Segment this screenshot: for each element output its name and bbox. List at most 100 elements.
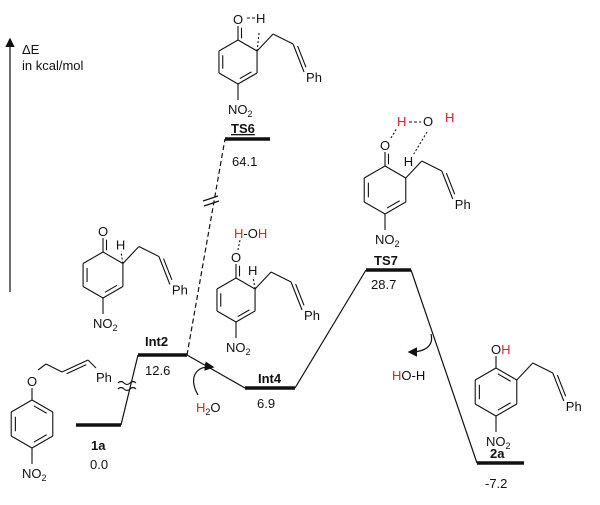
state-label: TS6 (231, 121, 255, 136)
wavy-break-icon (117, 380, 137, 386)
atom-label: Ph (455, 197, 471, 212)
bond (556, 374, 567, 397)
atom-label: NO2 (226, 340, 251, 357)
state-energy: -7.2 (485, 476, 507, 491)
atom-label: O (423, 114, 433, 129)
bond (256, 33, 274, 52)
atom-label: O (27, 374, 37, 389)
axis-break-mark (203, 200, 220, 207)
atom-label: Ph (566, 399, 582, 414)
atom-label: NO2 (375, 232, 400, 249)
bond (495, 367, 518, 381)
bond (102, 251, 124, 264)
bond (239, 71, 252, 80)
axis-break-mark (202, 195, 219, 202)
bond (384, 165, 407, 179)
path-Int4-TS7 (294, 269, 367, 389)
bond (31, 399, 54, 413)
state-energy: 0.0 (90, 457, 108, 472)
bond (10, 399, 33, 413)
atom-label: O (380, 138, 390, 153)
atom-label: H (248, 263, 257, 278)
bond (474, 403, 497, 417)
bond (237, 309, 250, 318)
bond (421, 160, 443, 172)
atom-label: OH (491, 342, 511, 357)
axis-label: ΔE (22, 42, 40, 57)
bond (138, 246, 160, 257)
bond (104, 284, 118, 293)
bond (31, 435, 54, 449)
bond (122, 246, 140, 264)
bond (292, 43, 305, 73)
bond (552, 372, 565, 402)
atom-label: H (256, 11, 265, 26)
state-label: Int2 (145, 334, 168, 349)
atom-label: O (98, 224, 108, 239)
atom-label: O (231, 250, 241, 265)
atom-label: NO2 (486, 434, 511, 451)
bond (61, 359, 89, 373)
bond (218, 72, 239, 85)
state-label: 2a (490, 446, 505, 461)
state-labels: 1a 0.0 Int2 12.6 TS6 64.1 Int4 6.9 TS7 2… (90, 121, 507, 491)
bond (441, 170, 454, 200)
bond (82, 286, 104, 299)
bond (445, 172, 456, 195)
atom-label: Ph (304, 308, 320, 323)
bond (45, 363, 63, 373)
state-label: TS7 (374, 253, 398, 268)
axis-unit: in kcal/mol (22, 58, 84, 73)
bond (363, 201, 386, 215)
curved-arrow-icon (193, 361, 215, 396)
path-Int2-Int4 (186, 354, 246, 389)
bond (390, 127, 398, 139)
water-released-label: HO-H (392, 368, 425, 383)
bond (218, 39, 239, 52)
bond (254, 271, 272, 290)
atom-label: Ph (172, 283, 188, 298)
atom-label: NO2 (228, 102, 253, 119)
bond (497, 402, 511, 411)
bond (290, 281, 303, 311)
state-label: Int4 (258, 371, 282, 386)
state-energy: 12.6 (145, 363, 170, 378)
wavy-break-icon (117, 386, 137, 392)
path-TS7-2a (410, 269, 478, 464)
bond (295, 283, 305, 306)
bond (33, 434, 47, 443)
bond (33, 405, 47, 414)
bond (216, 277, 237, 290)
bond (297, 45, 307, 68)
bond (252, 276, 256, 290)
atom-label: H (397, 114, 406, 129)
water-added-label: H2O (196, 400, 221, 417)
bond (363, 165, 386, 179)
atom-label: H-OH (234, 226, 267, 241)
bond (158, 256, 171, 285)
bond (237, 239, 241, 251)
bond (235, 310, 256, 323)
bond (384, 201, 407, 215)
bond (386, 200, 400, 209)
bond (216, 310, 237, 323)
state-energy: 64.1 (232, 154, 257, 169)
bond (120, 251, 124, 264)
state-energy: 28.7 (371, 277, 396, 292)
bond (497, 373, 511, 382)
molecule-Int4: O Ph H NO2 H-OH (216, 226, 320, 357)
bond (10, 435, 33, 449)
atom-label: O (233, 12, 243, 27)
bond (405, 160, 423, 179)
bond (532, 362, 554, 374)
bond (413, 131, 428, 155)
path-Int2-TS6-dashed (186, 138, 226, 356)
bond (87, 359, 97, 369)
bond (237, 39, 258, 52)
atom-label: H (445, 110, 454, 125)
